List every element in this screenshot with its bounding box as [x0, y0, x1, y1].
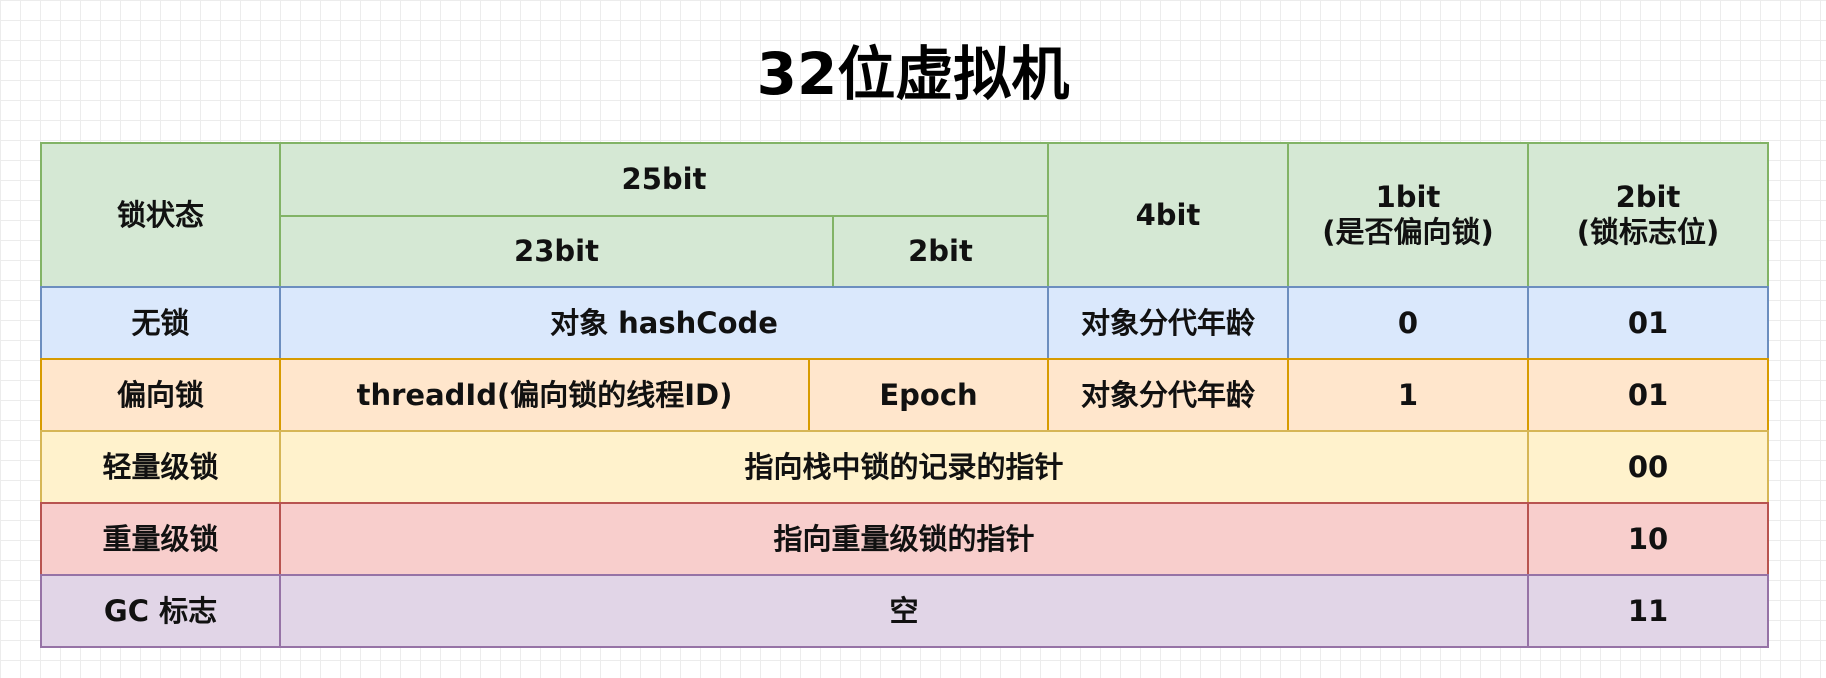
header-23bit: 23bit — [279, 215, 834, 288]
row-biased-lock-epoch: Epoch — [808, 358, 1049, 432]
header-2bit-epoch: 2bit — [832, 215, 1049, 288]
row-lightweight-lock-pointer: 指向栈中锁的记录的指针 — [279, 430, 1529, 504]
row-no-lock-state: 无锁 — [40, 286, 281, 360]
header-lock-state: 锁状态 — [40, 142, 281, 288]
row-gc-mark-content: 空 — [279, 574, 1529, 648]
row-biased-lock-thread-id: threadId(偏向锁的线程ID) — [279, 358, 810, 432]
diagram-title: 32位虚拟机 — [756, 40, 1070, 108]
header-25bit: 25bit — [279, 142, 1049, 217]
header-1bit-label: 1bit — [1375, 180, 1441, 215]
row-biased-lock-age: 对象分代年龄 — [1047, 358, 1289, 432]
row-no-lock-flag: 01 — [1527, 286, 1769, 360]
header-1bit-biased: 1bit (是否偏向锁) — [1287, 142, 1529, 288]
header-2bit-label: 2bit — [1615, 180, 1681, 215]
row-lightweight-lock-state: 轻量级锁 — [40, 430, 281, 504]
row-gc-mark-state: GC 标志 — [40, 574, 281, 648]
header-2bit-flag: 2bit (锁标志位) — [1527, 142, 1769, 288]
header-4bit: 4bit — [1047, 142, 1289, 288]
row-biased-lock-flag: 01 — [1527, 358, 1769, 432]
row-biased-lock-biased: 1 — [1287, 358, 1529, 432]
row-gc-mark-flag: 11 — [1527, 574, 1769, 648]
row-heavyweight-lock-flag: 10 — [1527, 502, 1769, 576]
row-heavyweight-lock-pointer: 指向重量级锁的指针 — [279, 502, 1529, 576]
row-biased-lock-state: 偏向锁 — [40, 358, 281, 432]
header-1bit-desc: (是否偏向锁) — [1322, 215, 1494, 249]
row-no-lock-age: 对象分代年龄 — [1047, 286, 1289, 360]
row-lightweight-lock-flag: 00 — [1527, 430, 1769, 504]
row-heavyweight-lock-state: 重量级锁 — [40, 502, 281, 576]
header-2bit-desc: (锁标志位) — [1576, 215, 1720, 249]
row-no-lock-hashcode: 对象 hashCode — [279, 286, 1049, 360]
row-no-lock-biased: 0 — [1287, 286, 1529, 360]
